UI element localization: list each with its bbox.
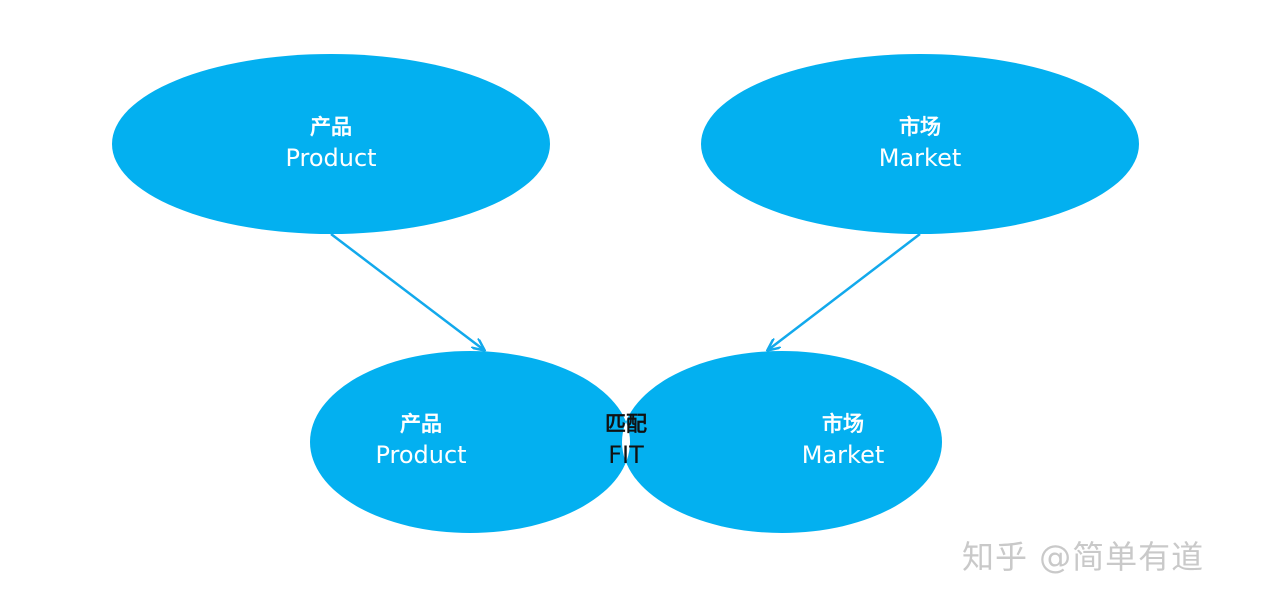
product-label-en-top: Product <box>285 144 376 172</box>
fit-venn: 产品 Product 匹配 FIT 市场 Market <box>310 351 942 533</box>
market-label-en-top: Market <box>879 144 962 172</box>
fit-label-en: FIT <box>608 441 644 469</box>
market-label-cn-bottom: 市场 <box>822 412 864 436</box>
market-ellipse-bottom <box>622 351 942 533</box>
market-ellipse-top <box>701 54 1139 234</box>
arrow-product-to-fit <box>330 233 484 350</box>
product-label-en-bottom: Product <box>375 441 466 469</box>
product-ellipse-bottom <box>310 351 630 533</box>
watermark: 知乎 @简单有道 <box>962 538 1205 576</box>
product-label-cn-top: 产品 <box>310 115 352 139</box>
market-node-top: 市场 Market <box>701 54 1139 234</box>
product-node-top: 产品 Product <box>112 54 550 234</box>
arrow-market-to-fit <box>768 233 921 350</box>
market-label-cn-top: 市场 <box>899 115 941 139</box>
market-label-en-bottom: Market <box>802 441 885 469</box>
fit-label-cn: 匹配 <box>605 412 647 436</box>
product-ellipse-top <box>112 54 550 234</box>
product-label-cn-bottom: 产品 <box>400 412 442 436</box>
